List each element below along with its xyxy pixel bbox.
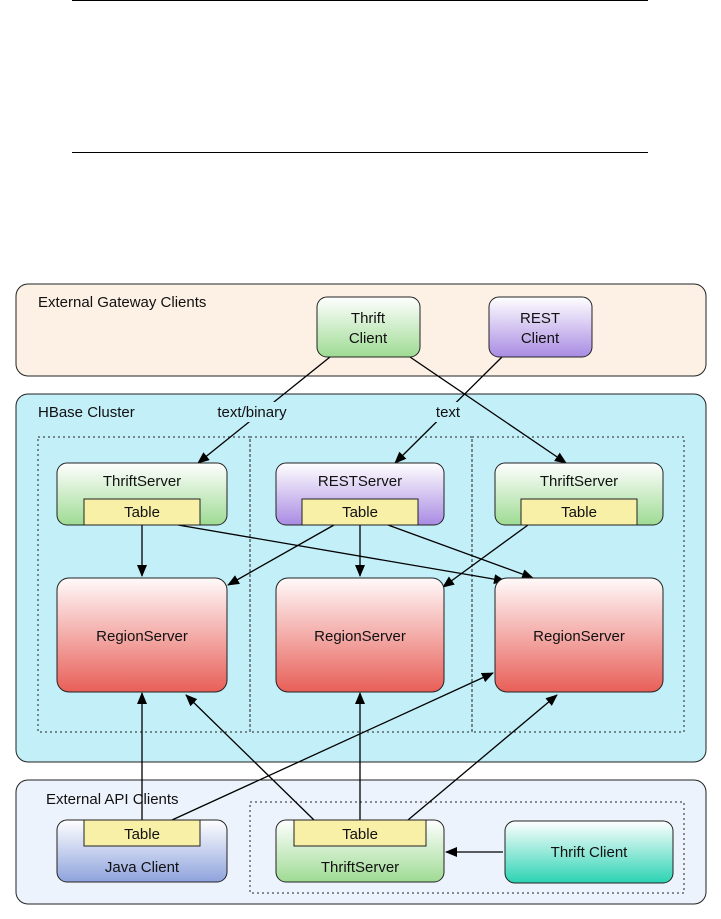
java-client-node[interactable]: Table Java Client — [56, 819, 228, 883]
thriftserver-3-label: ThriftServer — [540, 473, 618, 490]
connection-arrows — [137, 356, 567, 857]
gateway-clients-title: External Gateway Clients — [38, 294, 206, 311]
api-thriftserver-label: ThriftServer — [321, 859, 399, 876]
regionserver-3[interactable]: RegionServer — [494, 577, 664, 693]
edge-label-bg-1 — [210, 402, 294, 422]
regionserver-1-label: RegionServer — [96, 628, 188, 645]
rest-client-label-line1: REST — [520, 310, 560, 327]
api-clients-title: External API Clients — [46, 791, 179, 808]
java-client-label: Java Client — [105, 859, 180, 876]
thriftserver-node-1[interactable]: ThriftServer Table — [56, 462, 228, 526]
java-client-table — [83, 819, 201, 847]
regionserver-2[interactable]: RegionServer — [275, 577, 445, 693]
regionserver-3-label: RegionServer — [533, 628, 625, 645]
api-thriftserver-table-label: Table — [342, 826, 378, 843]
thriftserver-1-label: ThriftServer — [103, 473, 181, 490]
thrift-gateway-client[interactable]: Thrift Client — [316, 296, 421, 358]
table-1-label: Table — [124, 504, 160, 521]
thrift-gateway-group — [249, 801, 685, 894]
hbase-cluster-title: HBase Cluster — [38, 404, 135, 421]
table-3-label: Table — [561, 504, 597, 521]
api-thrift-client-label: Thrift Client — [551, 844, 629, 861]
arrow-thrift-client-to-thriftserver-3 — [409, 356, 567, 464]
java-client-table-label: Table — [124, 826, 160, 843]
table-2-label: Table — [342, 504, 378, 521]
arrow-thriftserver-to-regionserver-3 — [407, 694, 558, 821]
api-thriftserver-node[interactable]: Table ThriftServer — [275, 819, 445, 883]
edge-label-bg-2 — [431, 402, 465, 422]
arrow-java-client-to-regionserver-3 — [171, 672, 494, 821]
table-1 — [83, 498, 201, 526]
thrift-client-label-line2: Client — [349, 330, 388, 347]
arrow-thriftserver-3-to-regionserver-2 — [442, 524, 529, 588]
thrift-client-label-line1: Thrift — [351, 310, 386, 327]
edge-label-rest-protocol: text — [436, 404, 461, 421]
rest-client-label-line2: Client — [521, 330, 560, 347]
arrow-restserver-to-regionserver-1 — [227, 524, 335, 586]
table-2 — [301, 498, 419, 526]
arrow-thriftserver-to-regionserver-1 — [185, 694, 315, 821]
restserver-node[interactable]: RESTServer Table — [275, 462, 445, 526]
region-node-group-1 — [37, 436, 251, 733]
regionserver-1[interactable]: RegionServer — [56, 577, 228, 693]
arrow-restserver-to-regionserver-3 — [387, 524, 534, 579]
api-thriftserver-table — [293, 819, 427, 847]
region-node-group-2 — [249, 436, 473, 733]
restserver-label: RESTServer — [318, 473, 402, 490]
region-node-group-3 — [471, 436, 685, 733]
rest-gateway-client[interactable]: REST Client — [488, 296, 593, 358]
thriftserver-node-3[interactable]: ThriftServer Table — [494, 462, 664, 526]
edge-label-thrift-protocol: text/binary — [217, 404, 287, 421]
regionserver-2-label: RegionServer — [314, 628, 406, 645]
table-3 — [520, 498, 638, 526]
arrow-table-1-to-regionserver-3 — [177, 524, 506, 585]
api-thrift-client-node[interactable]: Thrift Client — [504, 820, 674, 884]
